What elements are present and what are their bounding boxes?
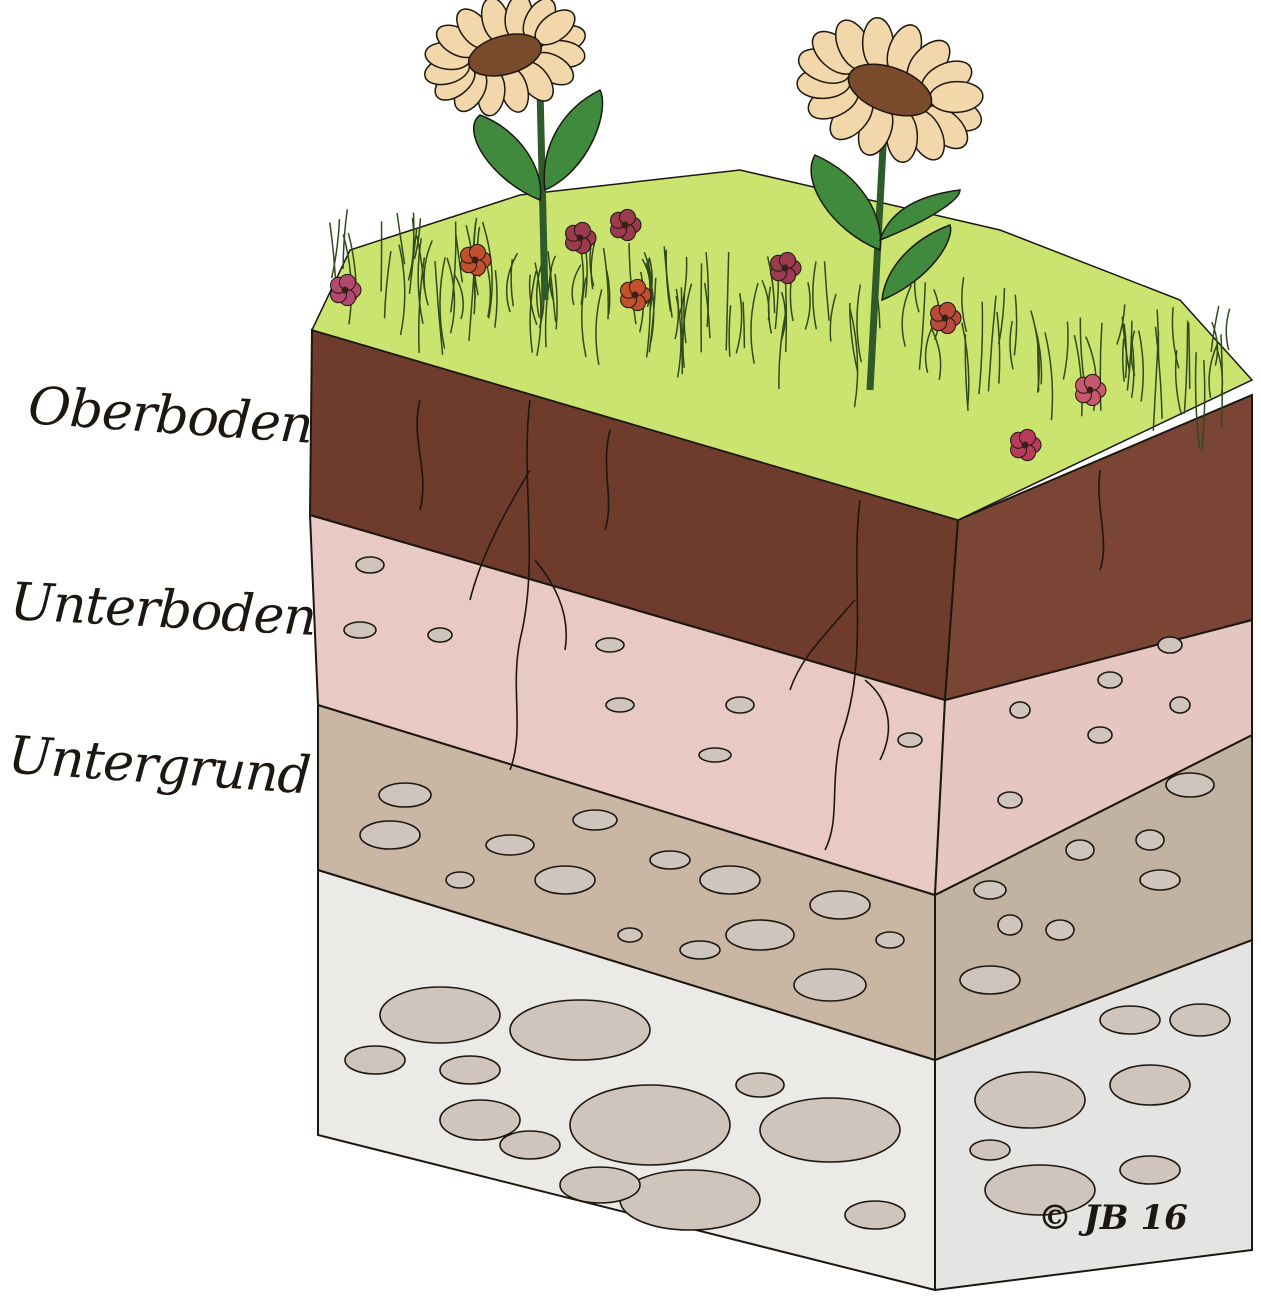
- artist-signature: © JB 16: [1038, 1198, 1188, 1238]
